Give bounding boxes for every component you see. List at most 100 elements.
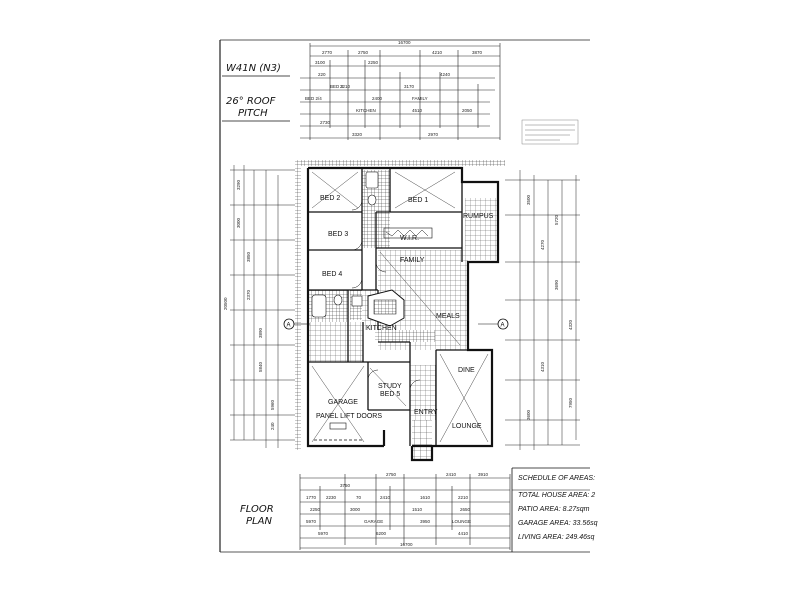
svg-text:KITCHEN: KITCHEN: [356, 108, 376, 113]
ensuite-toilet: [367, 194, 377, 206]
door-swings: [351, 199, 421, 391]
rumpus-tiles: [465, 198, 497, 260]
garage-bench: [329, 422, 347, 430]
svg-text:220: 220: [318, 72, 326, 77]
floor-plan-title-2: PLAN: [246, 516, 272, 527]
floor-plan-title-1: FLOOR: [240, 504, 274, 515]
top-dimensions: [300, 43, 501, 140]
overall-width-top: 16700: [398, 40, 411, 45]
svg-text:2410: 2410: [380, 495, 391, 500]
svg-text:4270: 4270: [540, 239, 545, 250]
schedule-garage: GARAGE AREA: 33.56sq: [518, 520, 598, 527]
svg-text:1770: 1770: [306, 495, 317, 500]
ensuite-shower: [365, 171, 379, 189]
svg-text:70: 70: [356, 495, 362, 500]
dim-bottom-2: 2750: [386, 472, 397, 477]
entry-tiles: [410, 365, 436, 420]
room-rumpus: RUMPUS: [463, 213, 494, 220]
svg-text:240: 240: [270, 422, 275, 430]
svg-text:2650: 2650: [460, 507, 471, 512]
svg-text:FAMILY: FAMILY: [412, 96, 428, 101]
svg-text:3850: 3850: [246, 251, 251, 262]
dim-bottom-1: 3750: [340, 483, 351, 488]
svg-text:4310: 4310: [540, 361, 545, 372]
room-family: FAMILY: [400, 257, 425, 264]
right-dimensions: [505, 170, 580, 450]
svg-text:A: A: [287, 323, 291, 329]
bath: [311, 294, 327, 318]
room-wir: W.I.R.: [400, 235, 419, 242]
svg-text:3290: 3290: [236, 179, 241, 190]
room-study: STUDY: [378, 383, 402, 390]
dim-top-7: 3170: [404, 84, 415, 89]
garage-door-label: PANEL LIFT DOORS: [316, 413, 382, 420]
room-meals: MEALS: [436, 313, 460, 320]
porch-paving: [412, 420, 432, 460]
patio-tiles: [375, 330, 435, 342]
fixtures: [311, 171, 379, 318]
left-dimensions: [230, 165, 300, 448]
schedule-patio: PATIO AREA: 8.27sqm: [518, 506, 590, 513]
kitchen-island: [367, 289, 405, 327]
svg-text:3320: 3320: [352, 132, 363, 137]
svg-text:4510: 4510: [412, 108, 423, 113]
section-marker-right: A: [478, 318, 509, 330]
room-kitchen: KITCHEN: [366, 325, 397, 332]
svg-text:3890: 3890: [258, 327, 263, 338]
svg-text:BED 2/4: BED 2/4: [305, 96, 322, 101]
room-lounge: LOUNGE: [452, 423, 482, 430]
svg-text:LOUNGE: LOUNGE: [452, 519, 471, 524]
dim-bottom-3: 2410: [446, 472, 457, 477]
svg-text:3000: 3000: [236, 217, 241, 228]
dim-top-5: 3100: [315, 60, 326, 65]
dim-top-3: 4210: [432, 50, 443, 55]
svg-text:3600: 3600: [526, 409, 531, 420]
svg-text:GARAGE: GARAGE: [364, 519, 383, 524]
svg-text:2370: 2370: [246, 289, 251, 300]
dim-top-1: 2770: [322, 50, 333, 55]
svg-text:2050: 2050: [462, 108, 473, 113]
svg-text:2400: 2400: [372, 96, 383, 101]
svg-text:3000: 3000: [350, 507, 361, 512]
section-marker-left: A: [283, 318, 310, 330]
overall-width-bottom: 16700: [400, 542, 413, 547]
svg-text:5840: 5840: [258, 361, 263, 372]
svg-text:2970: 2970: [428, 132, 439, 137]
svg-text:2210: 2210: [458, 495, 469, 500]
room-entry: ENTRY: [414, 409, 438, 416]
dim-top-8: 4240: [440, 72, 451, 77]
svg-text:BED 3: BED 3: [330, 84, 344, 89]
dim-bottom-4: 3910: [478, 472, 489, 477]
room-garage: GARAGE: [328, 399, 358, 406]
room-bed1: BED 1: [408, 197, 428, 204]
laundry-trough: [351, 295, 363, 307]
eave-left: [295, 160, 301, 450]
schedule-living: LIVING AREA: 249.46sq: [518, 534, 594, 541]
svg-text:2210: 2210: [340, 84, 351, 89]
roof-pitch-line2: PITCH: [238, 108, 268, 119]
room-bed2: BED 2: [320, 195, 340, 202]
svg-text:A: A: [501, 323, 505, 329]
svg-text:7950: 7950: [568, 397, 573, 408]
bottom-dimensions: [299, 474, 511, 550]
room-bed3: BED 3: [328, 231, 348, 238]
wir-shelving: [383, 227, 433, 239]
dim-top-4: 3870: [472, 50, 483, 55]
svg-text:1510: 1510: [412, 507, 423, 512]
dim-top-2: 2750: [358, 50, 369, 55]
svg-text:5960: 5960: [270, 399, 275, 410]
dim-top-6: 2250: [368, 60, 379, 65]
dim-bottom-7: 4410: [458, 531, 469, 536]
exterior-walls: [306, 166, 500, 462]
dim-bottom-6: 6200: [376, 531, 387, 536]
svg-text:2250: 2250: [310, 507, 321, 512]
toilet: [333, 294, 343, 306]
left-dim-labels: 3290 3000 3850 2370 3890 5840 5960 240: [236, 179, 275, 430]
room-dine: DINE: [458, 367, 475, 374]
roof-pitch-line1: 26° ROOF: [226, 96, 276, 107]
side-dimension: 20500: [223, 297, 228, 310]
dim-note: [521, 119, 579, 145]
dim-bottom-5: 5970: [318, 531, 329, 536]
